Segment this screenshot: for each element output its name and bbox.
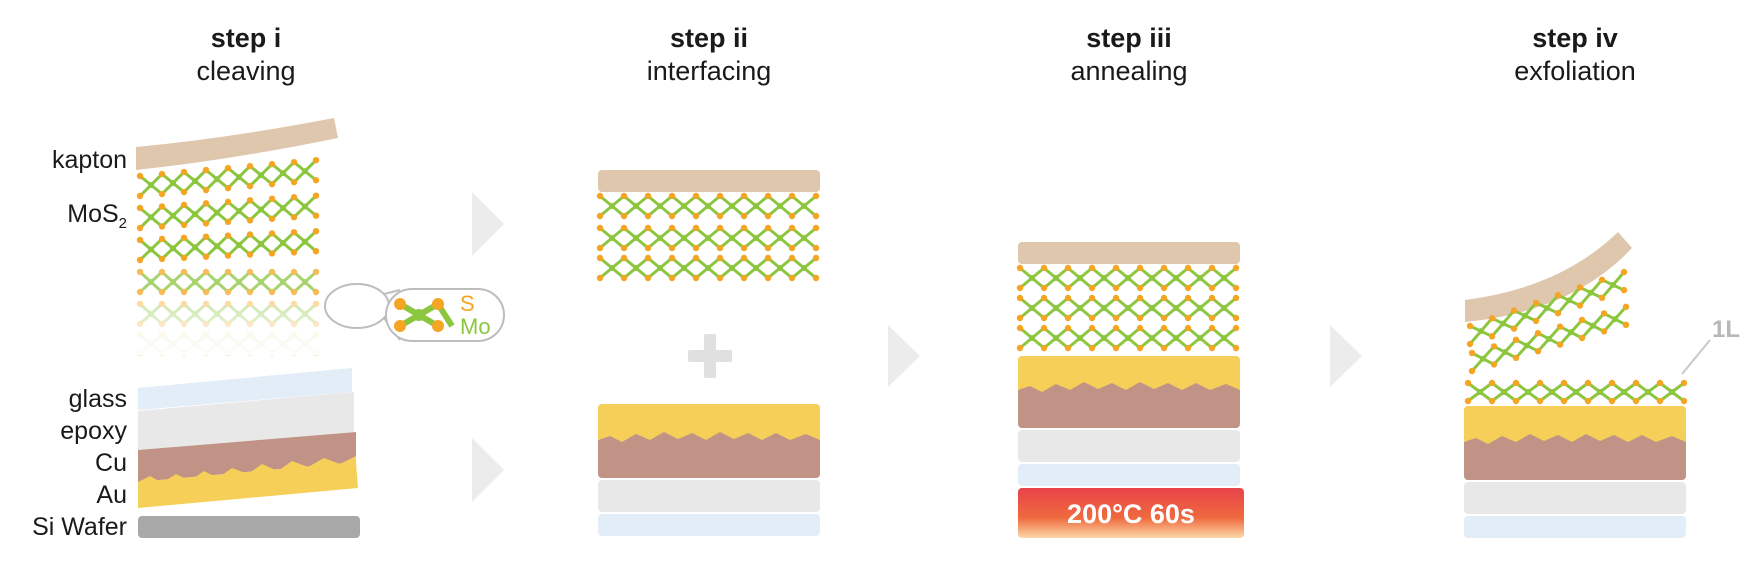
glass-substrate-step2 (598, 514, 820, 536)
label-cu: Cu (95, 449, 127, 477)
annealing-condition: 200°C 60s (1067, 499, 1195, 529)
label-mos2: MoS2 (0, 200, 127, 238)
mos2-layer (136, 156, 320, 200)
gold-roughness-step2 (598, 432, 820, 446)
gold-roughness-step3 (1018, 382, 1240, 396)
mos2-crystal-step2 (596, 192, 820, 282)
mos2-layer (596, 254, 820, 282)
epoxy-layer-step4 (1464, 482, 1686, 514)
inset-label-molybdenum: Mo (460, 314, 491, 339)
gold-layer-step3 (1018, 356, 1240, 392)
step1-subtitle: cleaving (196, 56, 296, 86)
step3-title: step iii (1086, 23, 1172, 53)
mos2-layer (1464, 379, 1688, 405)
epoxy-layer-step1 (138, 392, 354, 450)
monolayer-pointer (1681, 339, 1711, 375)
kapton-tape-step1 (136, 118, 338, 170)
mos2-crystal-step4 (1466, 268, 1630, 375)
si-wafer-step1 (138, 516, 360, 538)
mos2-layer (1468, 303, 1630, 375)
hot-plate (1018, 488, 1244, 538)
kapton-tape-step2 (598, 170, 820, 192)
mos2-layer (136, 268, 320, 296)
step3-graphic (1016, 242, 1244, 538)
copper-layer-step2 (598, 442, 820, 478)
label-epoxy: epoxy (60, 417, 127, 445)
glass-substrate-step1 (138, 368, 352, 410)
step4-subtitle: exfoliation (1514, 56, 1636, 86)
step1-title: step i (210, 23, 282, 53)
flow-arrows (472, 192, 1362, 502)
glass-substrate-step4 (1464, 516, 1686, 538)
gold-layer-step1 (138, 462, 358, 508)
kapton-tape-step4 (1465, 232, 1632, 322)
step3-header: step iii annealing (969, 22, 1289, 88)
label-mos2-subscript: 2 (118, 215, 127, 232)
label-glass: glass (68, 385, 127, 413)
step4-title: step iv (1532, 23, 1618, 53)
label-mos2-main: MoS (67, 200, 119, 228)
copper-layer-step1 (138, 432, 356, 482)
step2-header: step ii interfacing (549, 22, 869, 88)
step2-graphic (596, 170, 820, 536)
gold-layer-step2 (598, 404, 820, 442)
epoxy-layer-step2 (598, 480, 820, 512)
mos2-layer (596, 192, 820, 220)
label-au: Au (96, 481, 127, 509)
arrow-step1-bottom (472, 438, 504, 502)
epoxy-layer-step3 (1018, 430, 1240, 462)
mos2-monolayer (1464, 379, 1688, 405)
mos2-layer (136, 228, 320, 264)
copper-layer-step4 (1464, 444, 1686, 480)
kapton-tape-step3 (1018, 242, 1240, 264)
monolayer-label: 1L (1712, 316, 1741, 343)
zoom-connector-top (383, 289, 401, 295)
arrow-step3 (1330, 325, 1362, 387)
mos2-layer (1466, 268, 1628, 348)
mos2-layer (1016, 264, 1240, 292)
label-kapton: kapton (51, 146, 127, 174)
gold-layer-step4 (1464, 406, 1686, 444)
gold-roughness-step4 (1464, 434, 1686, 448)
step4-graphic (1464, 232, 1711, 538)
mos2-layer (1016, 294, 1240, 322)
step2-title: step ii (669, 23, 749, 53)
plus-sign (688, 334, 732, 378)
step1-header: step i cleaving (86, 22, 406, 88)
mos2-layer (136, 192, 320, 232)
arrow-step2 (888, 325, 920, 387)
step1-graphic (130, 118, 505, 538)
mos2-layer (596, 224, 820, 252)
inset-label-sulfur: S (460, 291, 475, 316)
mos2-crystal-step3 (1016, 264, 1240, 352)
mos2-layer (1016, 324, 1240, 352)
step4-header: step iv exfoliation (1415, 22, 1735, 88)
copper-layer-step3 (1018, 392, 1240, 428)
zoom-inset-lattice (394, 298, 455, 332)
arrow-step1-top (472, 192, 504, 256)
label-si-wafer: Si Wafer (32, 513, 127, 541)
glass-substrate-step3 (1018, 464, 1240, 486)
step3-subtitle: annealing (1070, 56, 1188, 86)
step2-subtitle: interfacing (646, 56, 772, 86)
